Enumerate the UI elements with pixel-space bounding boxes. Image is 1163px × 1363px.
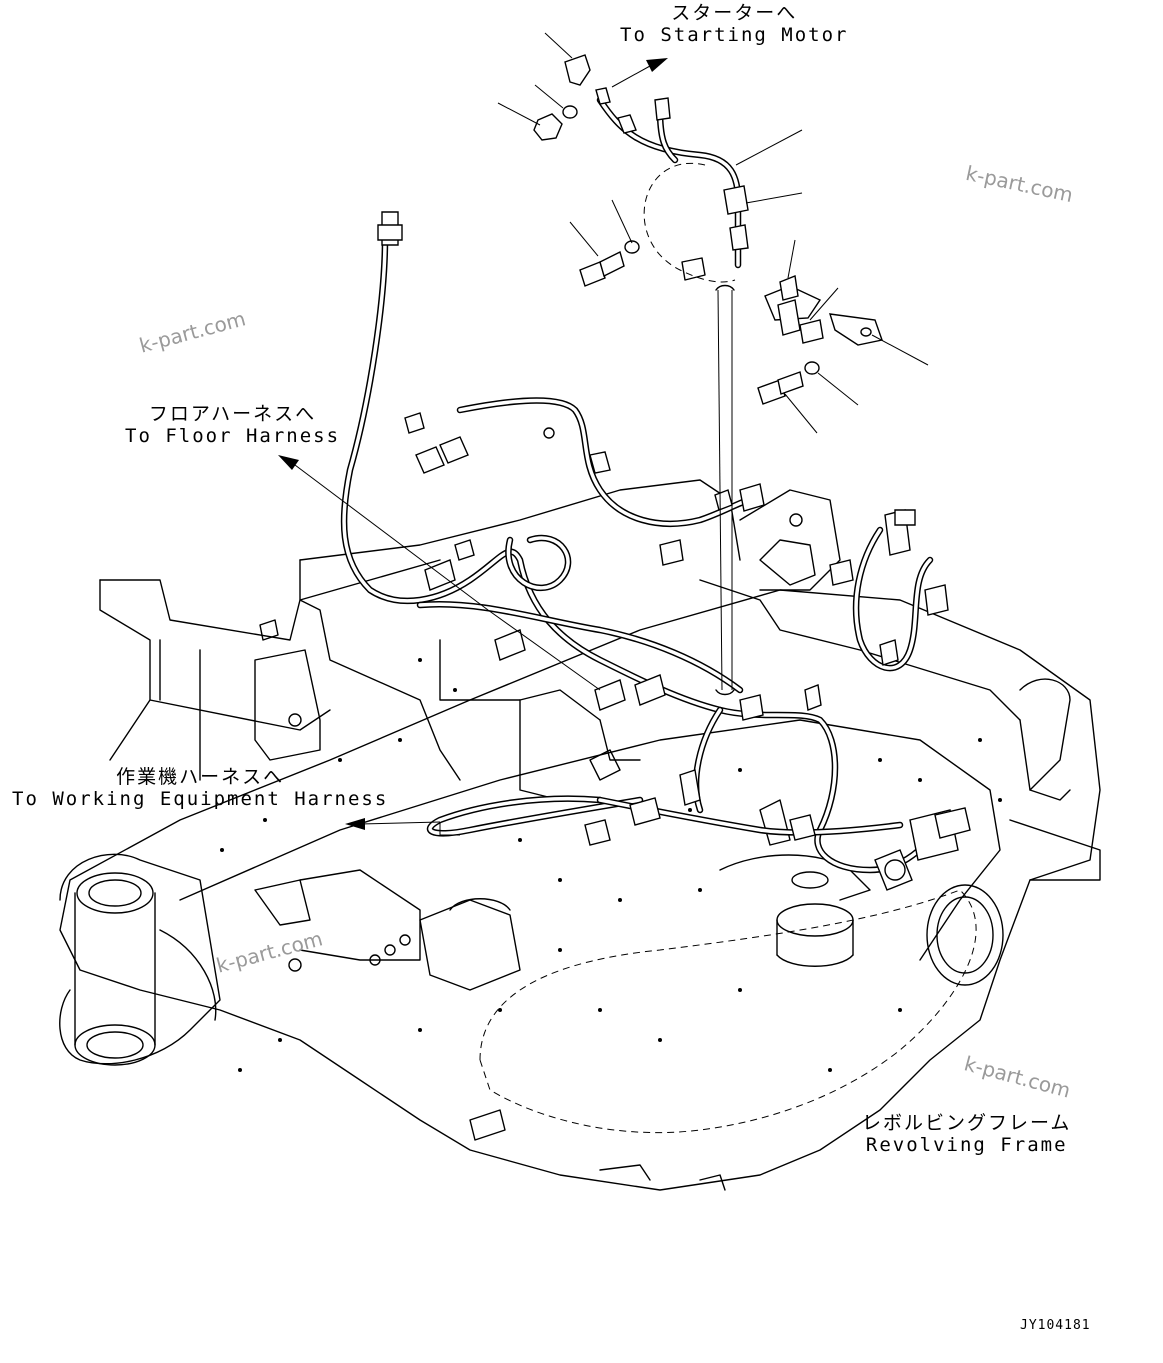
label-floor-harness-jp: フロアハーネスへ: [148, 403, 317, 425]
drawing-code: JY104181: [1020, 1318, 1091, 1333]
label-working-equipment-harness-en: To Working Equipment Harness: [12, 788, 389, 810]
label-revolving-frame: レボルビングフレーム Revolving Frame: [862, 1112, 1071, 1156]
label-starting-motor-jp: スターターへ: [671, 2, 798, 24]
revolving-frame-drawing: [59, 479, 1101, 1191]
label-floor-harness-en: To Floor Harness: [125, 425, 341, 447]
label-starting-motor-en: To Starting Motor: [620, 24, 849, 46]
main-harness: [340, 236, 934, 874]
leader-lines: [497, 32, 929, 434]
pointer-arrows: [278, 58, 668, 836]
label-starting-motor: スターターへ To Starting Motor: [620, 2, 848, 46]
harness-connectors: [377, 211, 971, 891]
label-floor-harness: フロアハーネスへ To Floor Harness: [125, 403, 340, 447]
starter-cable-assembly: [533, 54, 883, 696]
label-working-equipment-harness-jp: 作業機ハーネスへ: [116, 766, 285, 788]
label-revolving-frame-en: Revolving Frame: [865, 1134, 1068, 1156]
label-working-equipment-harness: 作業機ハーネスへ To Working Equipment Harness: [12, 766, 388, 810]
label-revolving-frame-jp: レボルビングフレーム: [862, 1112, 1072, 1134]
